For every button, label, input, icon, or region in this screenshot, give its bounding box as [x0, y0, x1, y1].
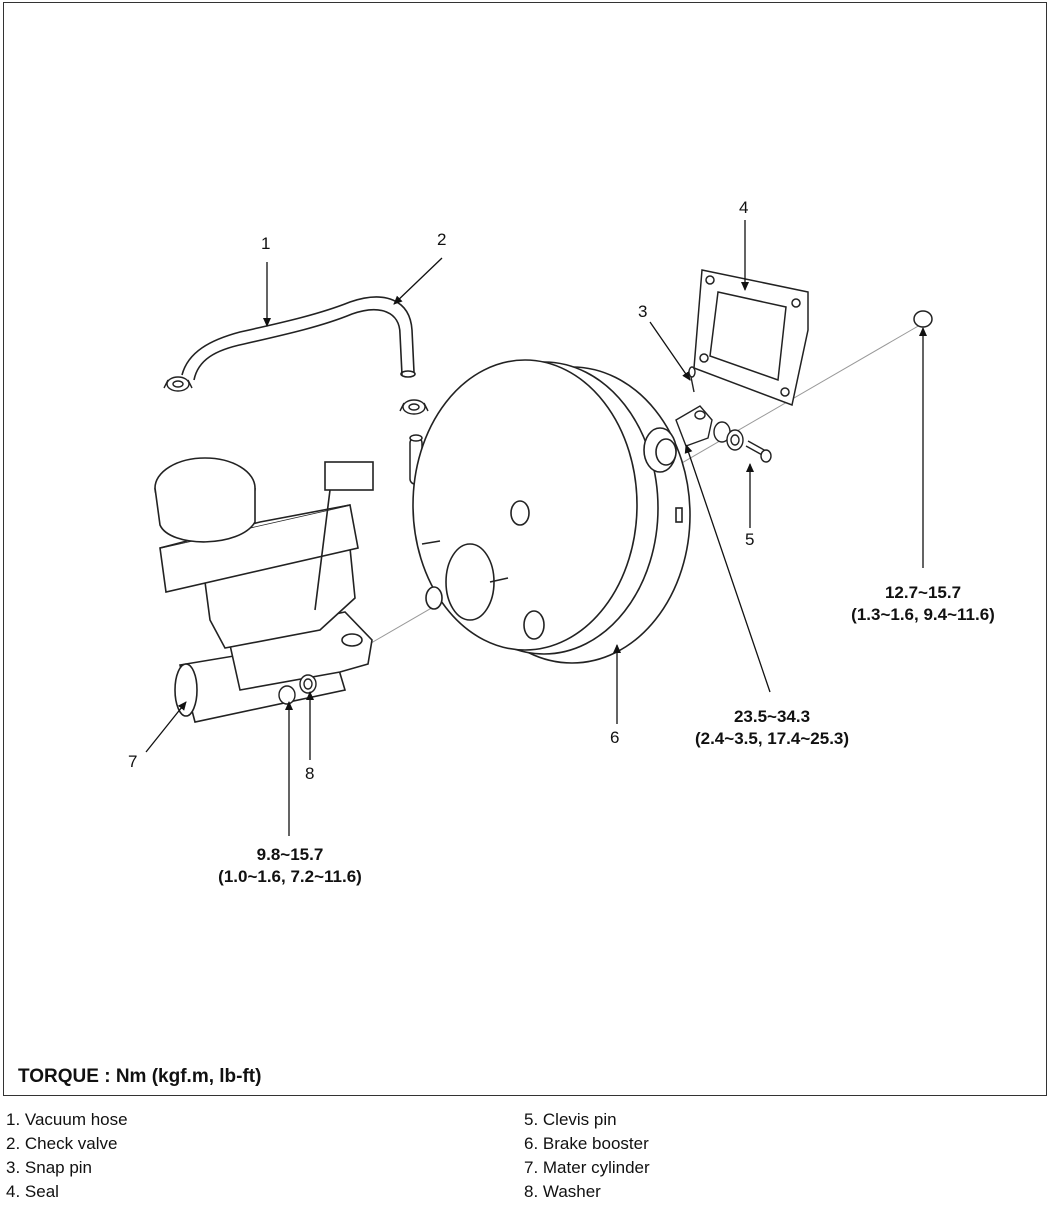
legend-item-7: 7. Mater cylinder — [524, 1158, 650, 1177]
torque-master-cylinder-value: 9.8~15.7 — [256, 845, 324, 864]
leader-lines — [145, 220, 927, 836]
legend-item-1: 1. Vacuum hose — [6, 1110, 128, 1129]
leader-7 — [145, 701, 187, 753]
vacuum-hose — [181, 296, 416, 381]
torque-clevis-conversions: (2.4~3.5, 17.4~25.3) — [694, 729, 850, 748]
callout-3: 3 — [638, 302, 648, 321]
legend-item-3: 3. Snap pin — [6, 1158, 93, 1177]
callout-1: 1 — [261, 234, 271, 253]
brake-booster — [412, 359, 691, 664]
legend-item-8: 8. Washer — [524, 1182, 601, 1201]
legend-left: 1. Vacuum hose 2. Check valve 3. Snap pi… — [6, 1108, 128, 1204]
cap-part — [913, 310, 933, 328]
callout-8: 8 — [305, 764, 315, 783]
torque-mount-nut: 12.7~15.7 (1.3~1.6, 9.4~11.6) — [828, 582, 1018, 626]
legend-item-6: 6. Brake booster — [524, 1134, 649, 1153]
torque-clevis-value: 23.5~34.3 — [733, 707, 811, 726]
torque-master-cylinder-conversions: (1.0~1.6, 7.2~11.6) — [218, 867, 362, 886]
legend-item-5: 5. Clevis pin — [524, 1110, 617, 1129]
leader-2 — [393, 257, 443, 305]
washer-parts — [278, 674, 317, 705]
callout-5: 5 — [745, 530, 755, 549]
clevis-assembly — [675, 366, 772, 463]
hose-clamp-left — [163, 376, 193, 392]
torque-unit-label: TORQUE : Nm (kgf.m, lb-ft) — [18, 1066, 262, 1087]
leader-3 — [649, 321, 691, 381]
torque-master-cylinder: 9.8~15.7 (1.0~1.6, 7.2~11.6) — [195, 844, 385, 888]
hose-clamp-right — [399, 399, 429, 415]
legend-right: 5. Clevis pin 6. Brake booster 7. Mater … — [524, 1108, 650, 1204]
leader-torque-clevis — [684, 444, 771, 693]
torque-mount-nut-conversions: (1.3~1.6, 9.4~11.6) — [851, 605, 995, 624]
torque-clevis: 23.5~34.3 (2.4~3.5, 17.4~25.3) — [672, 706, 872, 750]
master-cylinder — [154, 457, 374, 723]
seal-gasket — [693, 269, 809, 407]
callout-6: 6 — [610, 728, 620, 747]
legend-item-4: 4. Seal — [6, 1182, 59, 1201]
torque-mount-nut-value: 12.7~15.7 — [884, 583, 962, 602]
diagram-frame — [3, 2, 1047, 1096]
callout-4: 4 — [739, 198, 749, 217]
exploded-view-drawing — [145, 220, 933, 836]
callout-7: 7 — [128, 752, 138, 771]
legend-item-2: 2. Check valve — [6, 1134, 118, 1153]
callout-2: 2 — [437, 230, 447, 249]
